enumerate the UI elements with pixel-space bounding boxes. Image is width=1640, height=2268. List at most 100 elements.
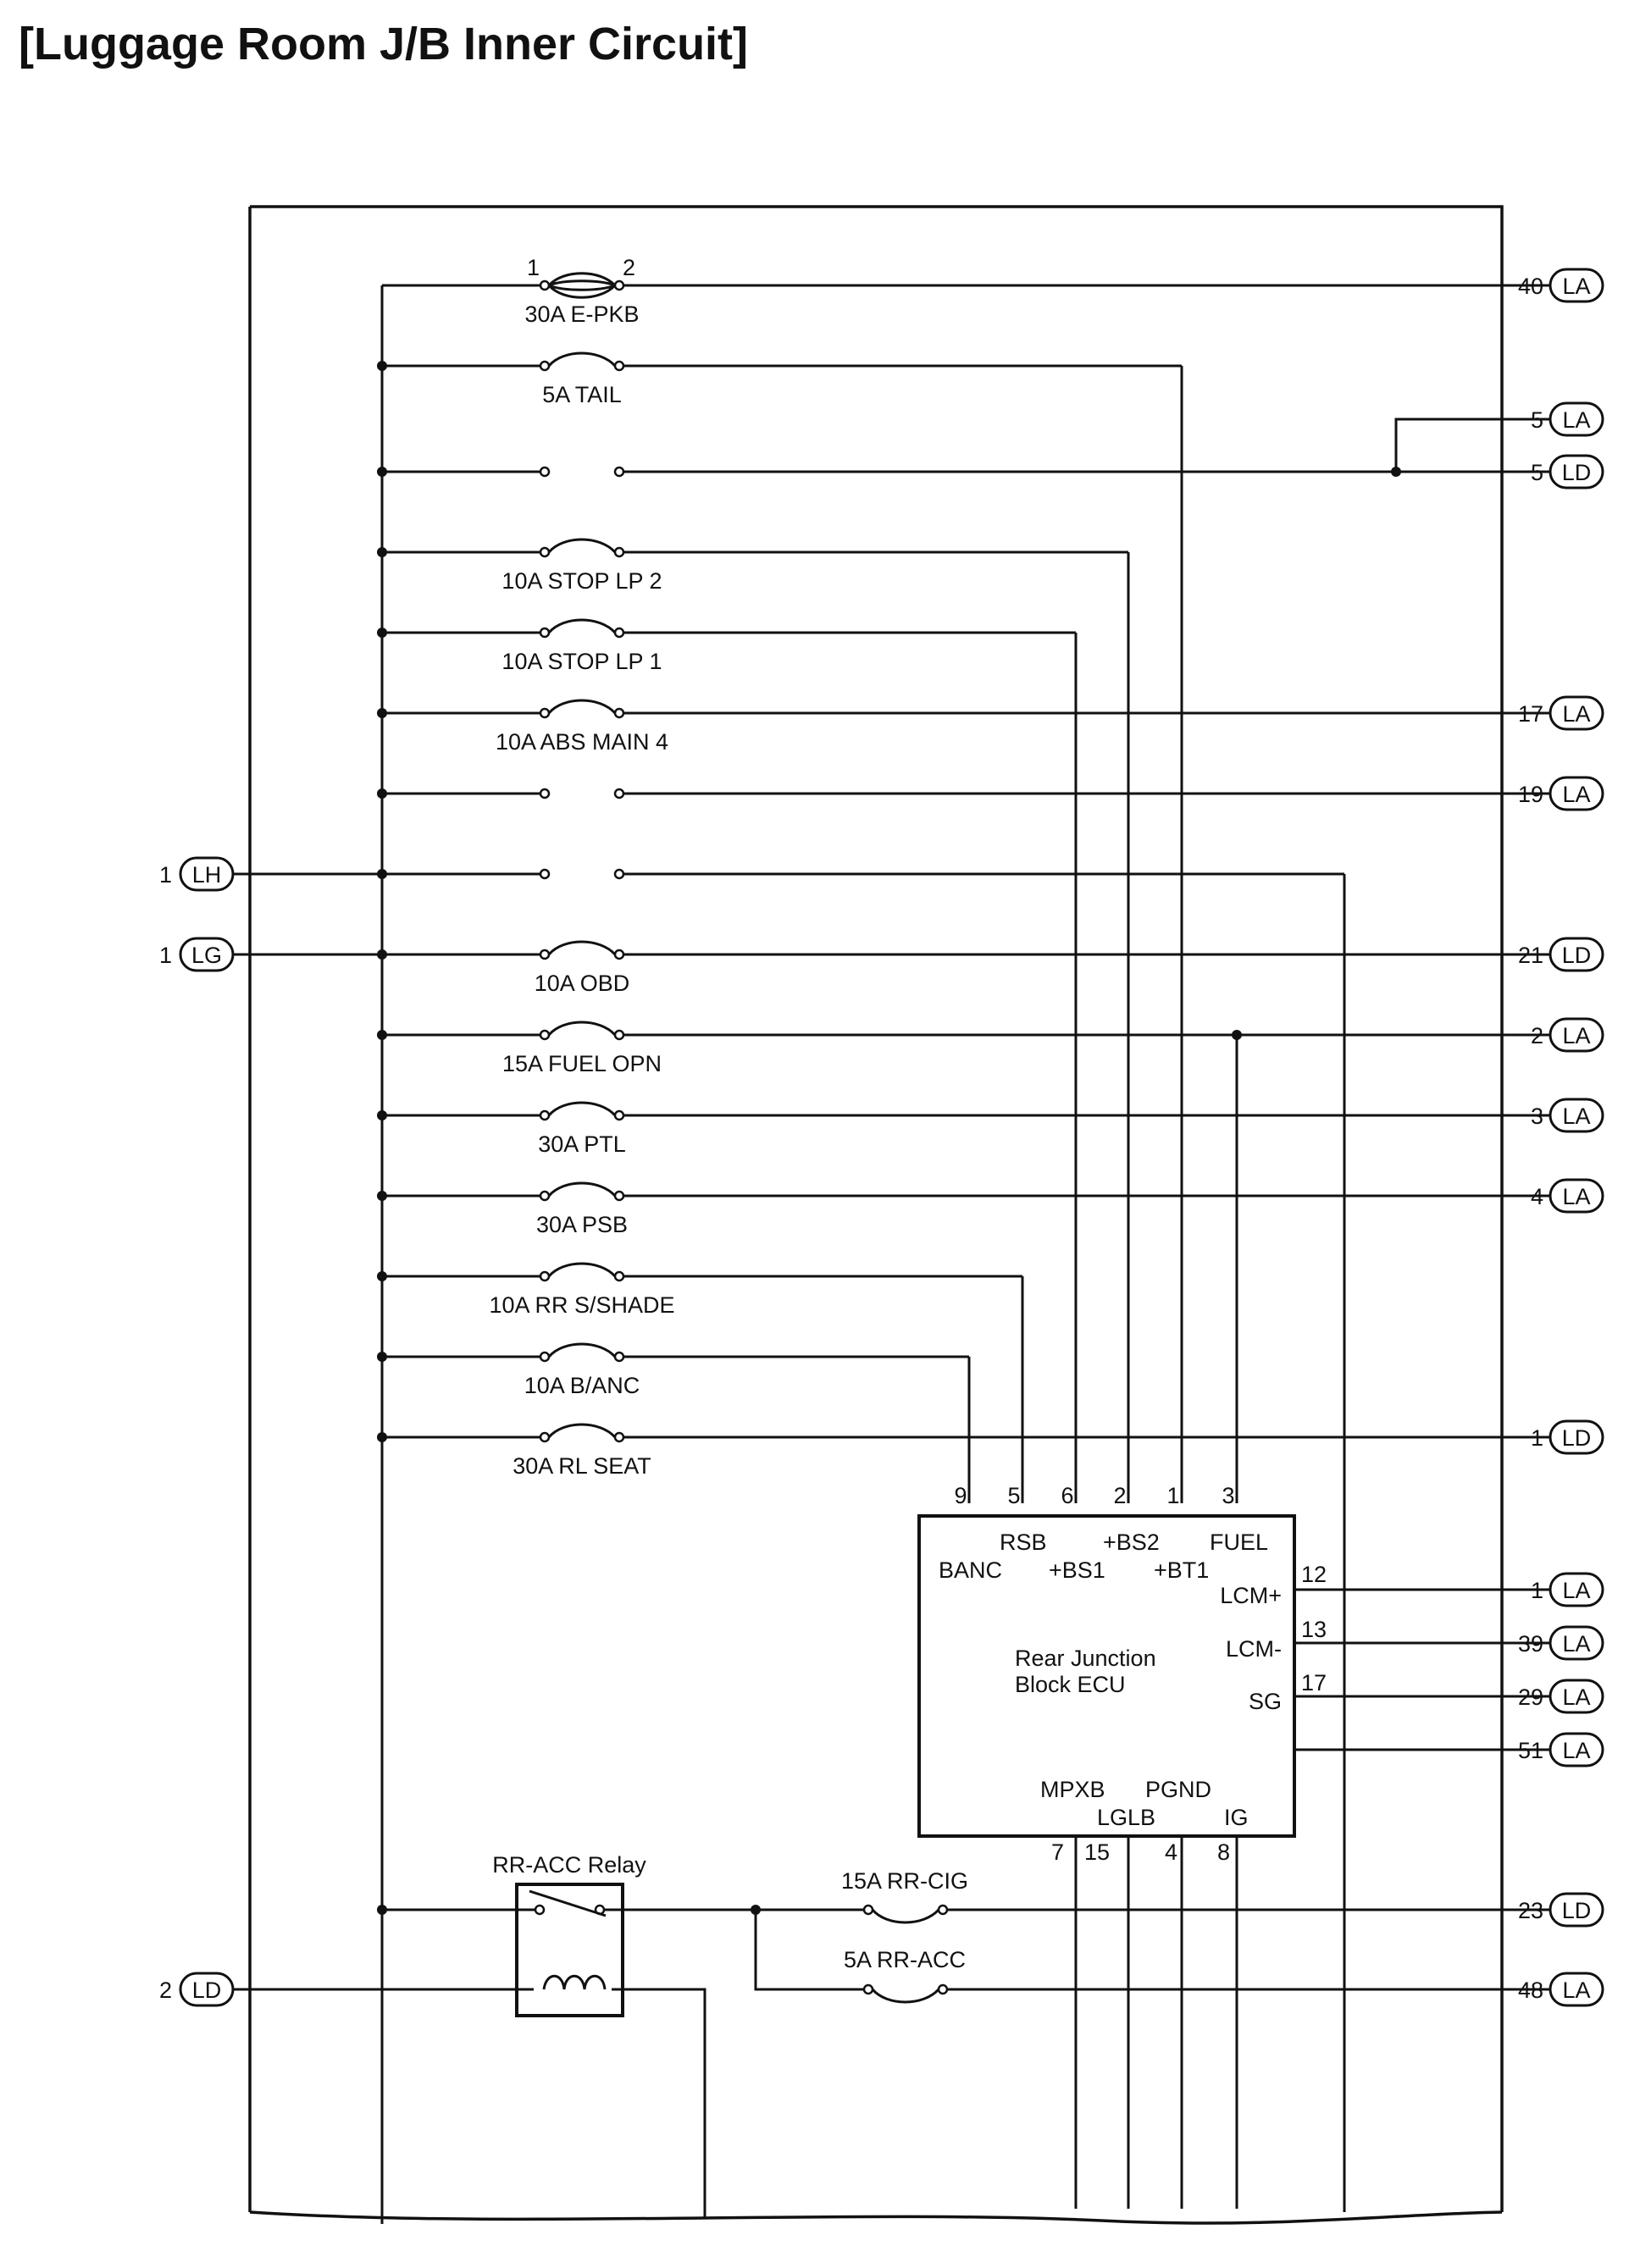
ecu-terminal-label: LCM- [1226, 1636, 1282, 1662]
fuse-label: 10A B/ANC [524, 1373, 640, 1398]
ecu-pin: 17 [1301, 1670, 1327, 1695]
fuse-row-stop-lp-1: 10A STOP LP 1 [377, 618, 1078, 1503]
connector-code: LA [1562, 1578, 1590, 1603]
rr-acc-relay: RR-ACC Relay [233, 1852, 864, 2217]
ecu-terminal-label: +BT1 [1154, 1557, 1209, 1583]
connector-code: LA [1562, 1631, 1590, 1657]
fuse-row-stop-lp-2: 10A STOP LP 2 [377, 538, 1130, 1503]
connector-code: LA [1562, 701, 1590, 727]
connector-code: LA [1562, 407, 1590, 433]
connector-code: LD [1562, 460, 1592, 485]
right-connector: 23 LD [1518, 1892, 1604, 1928]
connector-pin: 1 [159, 862, 172, 888]
fuse-label: 30A PTL [538, 1131, 626, 1157]
right-connector: 3 LA [1531, 1098, 1604, 1133]
connector-code: LD [192, 1978, 222, 2003]
connector-code: LA [1562, 1738, 1590, 1763]
fuse-row-obd: 10A OBD [233, 940, 1502, 996]
junction-block-frame [248, 205, 1504, 2225]
connector-code: LA [1562, 274, 1590, 299]
connector-code: LG [191, 943, 222, 968]
ecu-terminal-label: RSB [1000, 1530, 1047, 1555]
ecu-pin: 1 [1166, 1483, 1179, 1508]
ecu-pin: 3 [1222, 1483, 1234, 1508]
right-connector: 5 LD [1531, 454, 1604, 490]
ecu-name: Block ECU [1015, 1672, 1126, 1697]
fuse-label: 10A STOP LP 2 [501, 568, 662, 594]
relay-label: RR-ACC Relay [492, 1852, 646, 1878]
rear-junction-block-ecu: 9 5 6 2 1 3 RSB +BS2 FUEL BANC +BS1 +BT1… [917, 1483, 1502, 2209]
connector-code: LA [1562, 1104, 1590, 1129]
fuse-row-rl-seat: 30A RL SEAT [377, 1423, 1502, 1479]
fuse-label: 30A PSB [536, 1212, 628, 1237]
connector-code: LD [1562, 1425, 1592, 1451]
right-connector: 4 LA [1531, 1178, 1604, 1214]
open-row-2 [377, 788, 1502, 799]
ecu-terminal-label: IG [1224, 1805, 1249, 1830]
ecu-terminal-label: SG [1249, 1689, 1282, 1714]
fuse-label: 10A ABS MAIN 4 [496, 729, 668, 755]
ecu-terminal-label: PGND [1145, 1777, 1211, 1802]
fuse-label: 30A E-PKB [524, 301, 639, 327]
ecu-pin: 2 [1113, 1483, 1126, 1508]
left-connector-lg: 1 LG [159, 937, 235, 972]
ecu-terminal-label: LGLB [1097, 1805, 1155, 1830]
fuse-row-fuel-opn: 15A FUEL OPN [377, 1021, 1502, 1503]
ecu-pin: 7 [1051, 1839, 1064, 1865]
fuse-label: 10A RR S/SHADE [489, 1292, 674, 1318]
ecu-terminal-label: FUEL [1210, 1530, 1268, 1555]
open-row-1 [377, 418, 1502, 478]
fuse-row-abs-main-4: 10A ABS MAIN 4 [377, 699, 1502, 755]
ecu-terminal-label: BANC [939, 1557, 1002, 1583]
fuse-label: 30A RL SEAT [512, 1453, 651, 1479]
connector-pin: 1 [159, 943, 172, 968]
fuse-label: 15A RR-CIG [841, 1868, 968, 1894]
right-connector: 2 LA [1531, 1017, 1604, 1053]
fuse-row-psb: 30A PSB [377, 1181, 1502, 1237]
connector-pin: 2 [159, 1978, 172, 2003]
left-connector-ld: 2 LD [159, 1972, 235, 2007]
right-connector: 1 LD [1531, 1419, 1604, 1455]
fuse-label: 10A STOP LP 1 [501, 649, 662, 674]
fuse-label: 15A FUEL OPN [502, 1051, 662, 1076]
fuse-row-b-anc: 10A B/ANC [377, 1342, 971, 1503]
fuse-row-rr-s-shade: 10A RR S/SHADE [377, 1262, 1024, 1503]
ecu-terminal-label: +BS2 [1103, 1530, 1160, 1555]
right-stubs [1502, 284, 1550, 1991]
connector-code: LA [1562, 1684, 1590, 1710]
ecu-pin: 4 [1165, 1839, 1177, 1865]
fuse-label: 5A TAIL [542, 382, 622, 407]
fuse-row-rr-cig: 15A RR-CIG [756, 1868, 1502, 1924]
ecu-terminal-label: +BS1 [1049, 1557, 1105, 1583]
connector-code: LA [1562, 782, 1590, 807]
fuse-label: 10A OBD [535, 971, 630, 996]
ecu-name: Rear Junction [1015, 1646, 1156, 1671]
ecu-pin: 9 [954, 1483, 967, 1508]
connector-code: LA [1562, 1184, 1590, 1209]
ecu-terminal-label: LCM+ [1220, 1583, 1282, 1608]
fuse-label: 5A RR-ACC [844, 1947, 966, 1972]
connector-code: LD [1562, 1898, 1592, 1923]
fuse-pin-2: 2 [623, 255, 635, 280]
right-connector: 48 LA [1518, 1972, 1604, 2007]
ecu-pin: 15 [1084, 1839, 1110, 1865]
ecu-pin: 12 [1301, 1562, 1327, 1587]
right-connector: 5 LA [1531, 401, 1604, 437]
connector-code: LH [192, 862, 222, 888]
ecu-pin: 8 [1217, 1839, 1230, 1865]
left-connector-lh: 1 LH [159, 856, 235, 892]
fuse-row-ptl: 30A PTL [377, 1101, 1502, 1157]
fuse-row-e-pkb: 1 2 30A E-PKB [382, 255, 1502, 327]
ecu-terminal-label: MPXB [1040, 1777, 1105, 1802]
connector-code: LA [1562, 1978, 1590, 2003]
fuse-row-tail: 5A TAIL [377, 351, 1183, 1503]
fuse-row-rr-acc: 5A RR-ACC [754, 1910, 1502, 2004]
fuse-pin-1: 1 [527, 255, 540, 280]
ecu-pin: 5 [1007, 1483, 1020, 1508]
connector-code: LD [1562, 943, 1592, 968]
ecu-pin: 6 [1061, 1483, 1073, 1508]
ecu-pin: 13 [1301, 1617, 1327, 1642]
page-title: [Luggage Room J/B Inner Circuit] [19, 19, 748, 69]
connector-code: LA [1562, 1023, 1590, 1048]
